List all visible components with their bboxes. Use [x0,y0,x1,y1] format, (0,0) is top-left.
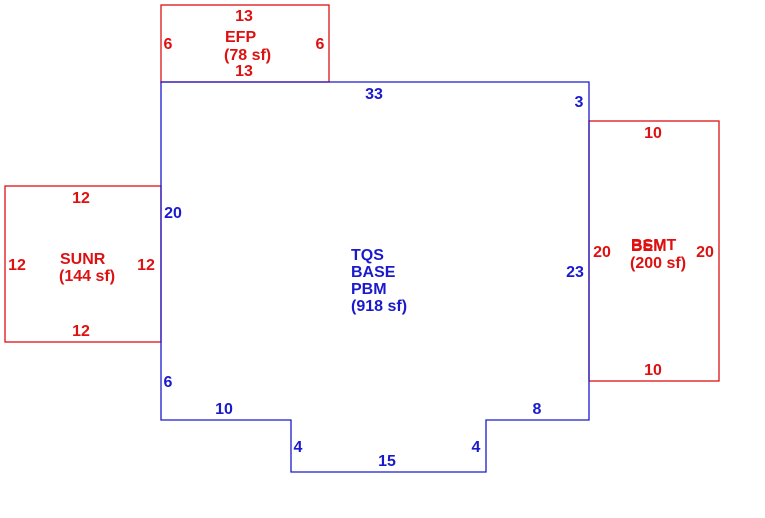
bsmt-dim-left: 20 [593,244,611,261]
bsmt-dim-bottom: 10 [644,362,662,379]
base-dim-left-lower: 6 [164,374,173,391]
base-area: (918 sf) [351,298,407,315]
base-line3: PBM [351,281,387,298]
base-code: TQS [351,247,384,264]
base-dim-notch-bottom: 15 [378,453,396,470]
efp-area: (78 sf) [224,47,271,64]
base-dim-bottom-left: 10 [215,401,233,418]
base-dim-bottom-right: 8 [533,401,542,418]
efp-dim-left: 6 [164,36,173,53]
sunr-dim-bottom: 12 [72,323,90,340]
base-outline [160,81,590,473]
efp-dim-top: 13 [235,8,253,25]
sunr-area: (144 sf) [59,268,115,285]
base-dim-top: 33 [365,86,383,103]
sunr-dim-right: 12 [137,257,155,274]
base-dim-notch-left: 4 [294,439,303,456]
base-dim-left-upper: 20 [164,205,182,222]
base-dim-notch-right: 4 [472,439,481,456]
sunr-dim-left: 12 [8,257,26,274]
bem-name: BEM [631,238,667,255]
efp-dim-right: 6 [316,36,325,53]
efp-name: EFP [225,29,256,46]
bsmt-dim-top: 10 [644,125,662,142]
base-dim-right: 23 [566,264,584,281]
bsmt-name: BSMT [631,237,677,254]
bsmt-area: (200 sf) [630,255,686,272]
sunr-name: SUNR [60,251,106,268]
bsmt-dim-right: 20 [696,244,714,261]
base-line2: BASE [351,264,396,281]
sunr-dim-top: 12 [72,190,90,207]
base-dim-top-right: 3 [575,94,584,111]
efp-dim-bottom: 13 [235,63,253,80]
